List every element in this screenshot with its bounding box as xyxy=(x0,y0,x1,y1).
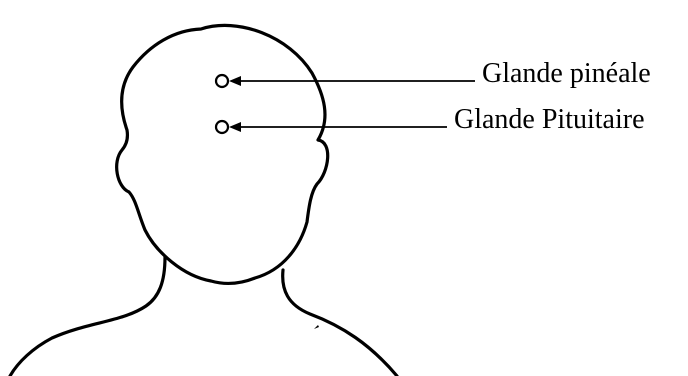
pineal-arrowhead xyxy=(229,76,241,86)
head-outline xyxy=(117,25,328,283)
pineal-gland-marker xyxy=(216,75,228,87)
pineal-gland-label: Glande pinéale xyxy=(482,58,651,89)
speck-mark xyxy=(314,325,319,329)
pituitary-gland-marker xyxy=(216,121,228,133)
neck-shoulder-left xyxy=(10,257,165,376)
neck-shoulder-right xyxy=(283,270,397,376)
pituitary-arrowhead xyxy=(229,122,241,132)
pituitary-gland-label: Glande Pituitaire xyxy=(454,104,645,135)
